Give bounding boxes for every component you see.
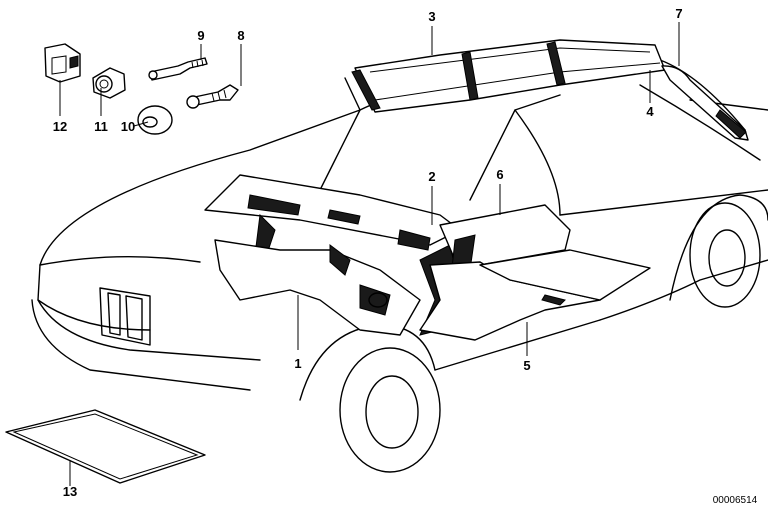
leader-lines bbox=[59, 22, 680, 486]
floor-carpet bbox=[419, 249, 651, 341]
firewall-insulation bbox=[214, 239, 461, 336]
fastener-12 bbox=[44, 43, 81, 83]
front-wheel bbox=[339, 347, 441, 473]
callout-13: 13 bbox=[63, 484, 77, 499]
mat-13 bbox=[5, 409, 206, 484]
callout-1: 1 bbox=[294, 356, 301, 371]
fastener-11 bbox=[92, 67, 126, 99]
callout-5: 5 bbox=[523, 358, 530, 373]
fastener-8 bbox=[186, 84, 239, 109]
callout-11: 11 bbox=[94, 119, 108, 134]
fastener-9 bbox=[148, 57, 208, 81]
callout-2: 2 bbox=[428, 169, 435, 184]
callout-4: 4 bbox=[646, 104, 654, 119]
callout-9: 9 bbox=[197, 28, 204, 43]
callout-3: 3 bbox=[428, 9, 435, 24]
callout-8: 8 bbox=[237, 28, 244, 43]
tunnel-insulation bbox=[439, 204, 571, 271]
callout-7: 7 bbox=[675, 6, 682, 21]
callout-12: 12 bbox=[53, 119, 67, 134]
roof-headliner bbox=[351, 39, 666, 113]
pillar-trim bbox=[661, 65, 749, 141]
callout-6: 6 bbox=[496, 167, 503, 182]
grille bbox=[99, 287, 151, 346]
callout-labels: 1 2 3 4 5 6 7 8 9 10 11 12 13 bbox=[53, 6, 683, 499]
dashboard-insulation bbox=[204, 174, 461, 261]
rear-wheel bbox=[689, 202, 761, 308]
reference-number: 00006514 bbox=[713, 495, 758, 506]
callout-10: 10 bbox=[121, 119, 135, 134]
fastener-10 bbox=[137, 105, 173, 135]
